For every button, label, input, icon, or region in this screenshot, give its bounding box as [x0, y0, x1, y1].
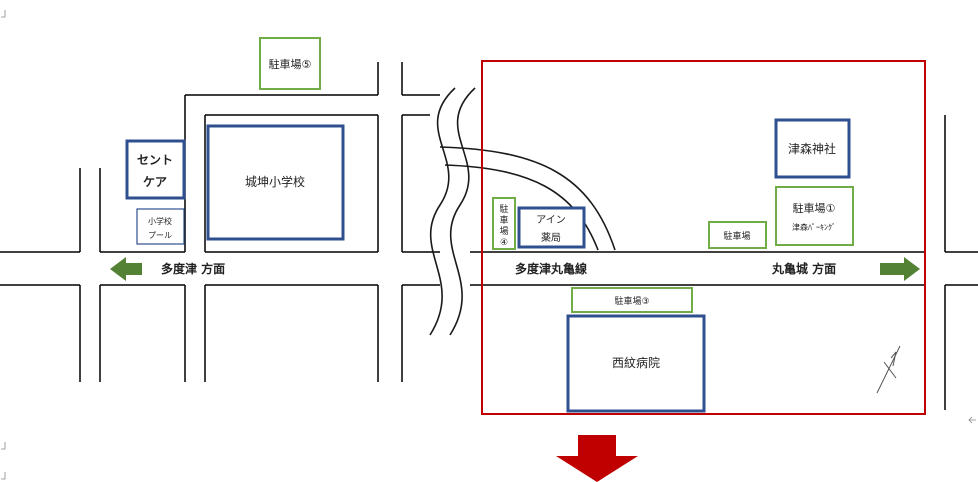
railway-label: 多度津丸亀線: [515, 261, 587, 276]
pharmacy-label-line1: アイン: [536, 215, 566, 226]
parking-4-line1: 駐: [499, 203, 508, 215]
shrine-label: 津森神社: [788, 141, 836, 156]
arrow-down-icon: [556, 435, 638, 482]
parking-5-label: 駐車場⑤: [269, 57, 312, 71]
hospital-label: 西紋病院: [612, 355, 660, 370]
parking-3: 駐車場③: [571, 287, 693, 313]
pharmacy-building: アイン 薬局: [517, 206, 586, 249]
care-label-line1: セント: [137, 153, 173, 167]
parking-4-line2: 車: [499, 214, 508, 226]
school-label: 城坤小学校: [245, 174, 305, 189]
pool-label-line1: 小学校: [148, 216, 172, 226]
river: [429, 87, 476, 336]
school-building: 城坤小学校: [206, 124, 345, 241]
care-label-line2: ケア: [143, 175, 167, 189]
parking-small: 駐車場: [708, 221, 767, 249]
care-building: セント ケア: [125, 139, 186, 200]
parking-4-line3: 場: [499, 225, 508, 237]
return-mark-icon: [1, 10, 976, 480]
hospital-building: 西紋病院: [566, 314, 706, 413]
parking-small-label: 駐車場: [723, 230, 750, 242]
pharmacy-label-line2: 薬局: [541, 232, 561, 244]
road-left-label: 多度津 方面: [161, 261, 225, 276]
pool-label-line2: プール: [148, 231, 172, 240]
arrow-right-icon: [880, 257, 920, 281]
parking-5: 駐車場⑤: [259, 37, 321, 90]
arrow-left-icon: [110, 257, 142, 281]
parking-4: 駐 車 場 ④: [492, 197, 516, 250]
parking-1-line2: 津森ﾊﾟｰｷﾝｸﾞ: [792, 222, 836, 232]
highlight-frame: [481, 60, 926, 415]
parking-3-label: 駐車場③: [614, 295, 649, 307]
parking-4-line4: ④: [500, 238, 508, 248]
curved-road: [439, 146, 616, 251]
road-right-label: 丸亀城 方面: [771, 261, 836, 276]
parking-1: 駐車場① 津森ﾊﾟｰｷﾝｸﾞ: [775, 186, 854, 246]
parking-1-line1: 駐車場①: [793, 201, 836, 215]
shrine-building: 津森神社: [774, 118, 851, 179]
north-arrow-icon: [876, 345, 901, 394]
pool-building: 小学校 プール: [136, 208, 185, 245]
